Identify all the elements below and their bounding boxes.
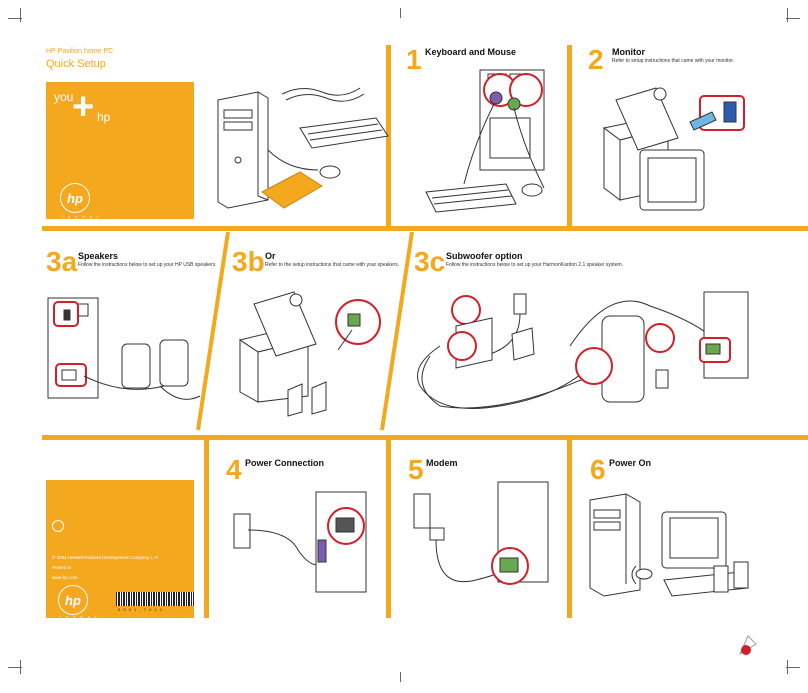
step-1-number: 1	[406, 44, 422, 75]
printed-in-text: Printed in	[52, 565, 72, 570]
page-title: Quick Setup	[46, 58, 106, 70]
step-3a-number: 3a	[46, 246, 78, 277]
divider	[567, 440, 572, 618]
step-5-title: Modem	[426, 458, 458, 468]
plus-icon: +	[72, 86, 95, 128]
divider	[42, 226, 808, 231]
copyright-text: © 2004 Hewlett-Packard Development Compa…	[52, 555, 159, 560]
product-name: HP Pavilion home PC	[46, 48, 114, 55]
crop-mark	[786, 667, 800, 668]
hp-logo-icon: hp	[58, 585, 88, 615]
crop-mark	[20, 660, 21, 674]
step-4-title: Power Connection	[245, 458, 325, 468]
step-3c-desc: Follow the instructions below to set up …	[446, 262, 624, 268]
hp-logo-icon: hp	[60, 183, 90, 213]
crop-mark	[8, 667, 22, 668]
step-2-title: Monitor	[612, 47, 645, 57]
step-2-number: 2	[588, 44, 604, 75]
brand-panel: you + hp hp i n v e n t	[46, 82, 194, 219]
step-6-number: 6	[590, 454, 606, 485]
divider	[204, 440, 209, 618]
brand-tagline: i n v e n t	[62, 214, 101, 219]
crop-mark	[20, 8, 21, 22]
brand-tagline: i n v e n t	[60, 614, 99, 619]
step-3c-title: Subwoofer option	[446, 251, 523, 261]
step-3b-desc: Refer to the setup instructions that cam…	[265, 262, 400, 268]
crop-mark	[786, 18, 800, 19]
barcode	[116, 592, 194, 606]
crop-mark	[400, 672, 401, 682]
url-text: www.hp.com	[52, 575, 78, 580]
divider	[42, 435, 808, 440]
step-3b-number: 3b	[232, 246, 265, 277]
page-curl-icon	[738, 635, 757, 656]
recycle-icon	[52, 520, 64, 532]
step-3c-number: 3c	[414, 246, 446, 277]
brand-hp: hp	[97, 110, 111, 124]
pc-tower-illustration	[217, 91, 269, 209]
brand-you: you	[54, 90, 74, 104]
crop-mark	[400, 8, 401, 18]
step-5-number: 5	[408, 454, 424, 485]
barcode-text: 5 9 9 1 - 7 9 1 1	[118, 607, 164, 612]
step-6-title: Power On	[609, 458, 652, 468]
step-3a-title: Speakers	[78, 251, 119, 261]
crop-mark	[787, 8, 788, 22]
step-3b-title: Or	[265, 251, 276, 261]
divider	[567, 45, 572, 227]
step-1-title: Keyboard and Mouse	[425, 47, 517, 57]
crop-mark	[787, 660, 788, 674]
keyboard-illustration	[299, 117, 389, 149]
step-4-number: 4	[226, 454, 242, 485]
booklet-illustration	[261, 171, 323, 209]
crop-mark	[8, 18, 22, 19]
mouse-illustration	[319, 165, 341, 179]
step-2-desc: Refer to setup instructions that came wi…	[612, 58, 734, 64]
step-3a-desc: Follow the instructions below to set up …	[78, 262, 217, 268]
divider	[386, 440, 391, 618]
